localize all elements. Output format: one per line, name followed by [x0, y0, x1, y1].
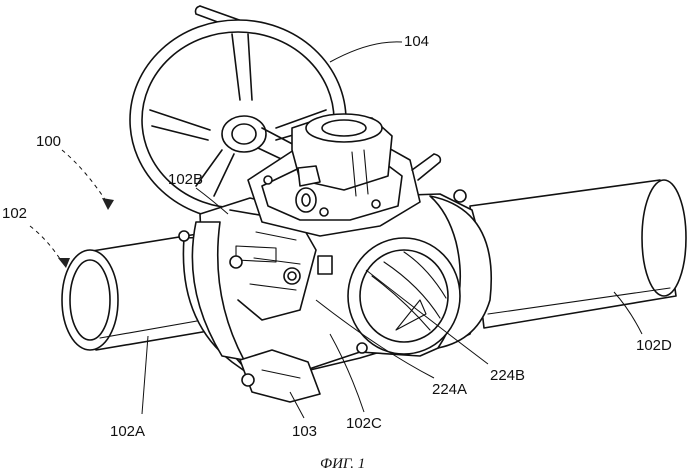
label-102d: 102D — [636, 337, 672, 354]
label-102c: 102C — [346, 415, 382, 432]
label-224a: 224A — [432, 381, 467, 398]
label-224b: 224B — [490, 367, 525, 384]
label-102: 102 — [2, 205, 27, 222]
label-100: 100 — [36, 133, 61, 150]
figure-caption: ФИГ. 1 — [320, 456, 365, 472]
right-pipe — [470, 180, 686, 328]
label-102b: 102B — [168, 171, 203, 188]
label-104: 104 — [404, 33, 429, 50]
label-102a: 102A — [110, 423, 145, 440]
label-103: 103 — [292, 423, 317, 440]
